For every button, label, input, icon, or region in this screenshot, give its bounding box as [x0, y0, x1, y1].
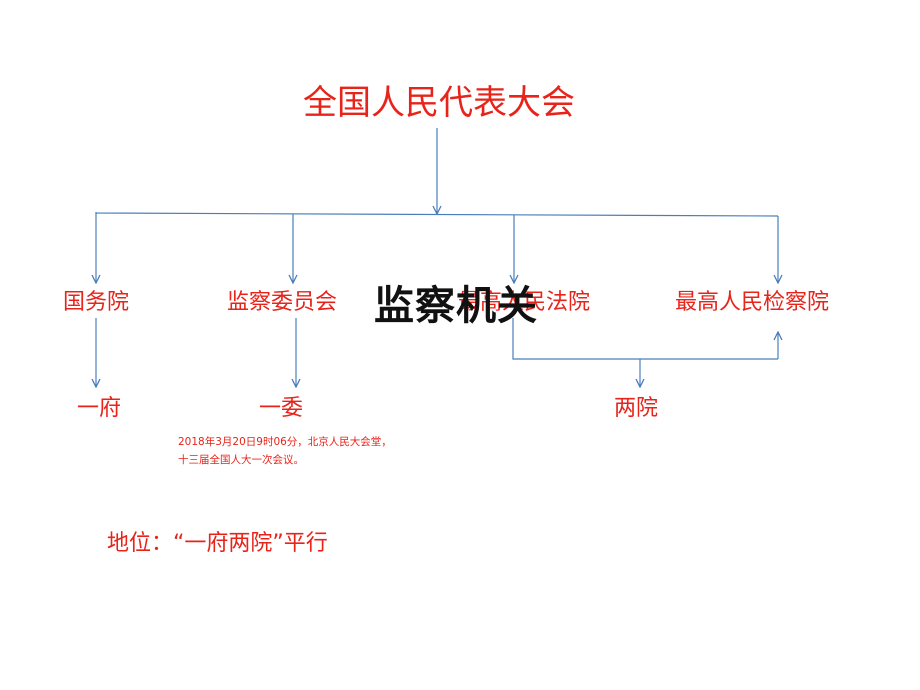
yifu-label: 一府 — [77, 396, 122, 421]
supervisory-organ-overlay: 监察机关 — [374, 283, 538, 329]
yiwei-label: 一委 — [259, 396, 304, 421]
date-note-line2: 十三届全国人大一次会议。 — [178, 454, 304, 466]
supervisory-commission-label: 监察委员会 — [227, 290, 338, 315]
supreme-court-label: 最高人民法院 — [458, 290, 591, 315]
date-note-line1: 2018年3月20日9时06分，北京人民大会堂， — [178, 436, 392, 448]
liangyuan-label: 两院 — [614, 396, 659, 421]
npc-title: 全国人民代表大会 — [303, 83, 575, 123]
two-courts-bracket — [512, 318, 778, 360]
state-council-label: 国务院 — [63, 290, 130, 315]
status-statement: 地位：“一府两院”平行 — [107, 531, 328, 556]
procuratorate-label: 最高人民检察院 — [675, 290, 830, 315]
